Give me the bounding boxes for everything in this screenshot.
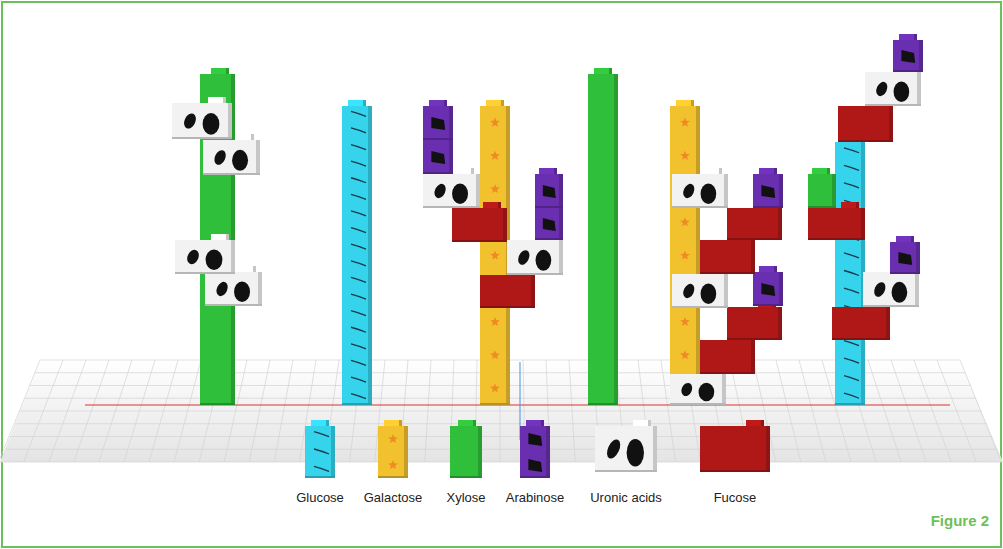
legend-swatch (520, 418, 552, 480)
sugar-chains (172, 34, 923, 405)
legend-label: Glucose (296, 490, 344, 505)
legend-label: Xylose (446, 490, 485, 505)
legend-swatch (378, 418, 410, 480)
legend-label: Fucose (714, 490, 757, 505)
legend-swatch (700, 418, 772, 480)
legend-label: Galactose (364, 490, 423, 505)
legend-label: Uronic acids (590, 490, 662, 505)
legend-label: Arabinose (506, 490, 565, 505)
figure-number: Figure 2 (931, 512, 989, 529)
legend-swatch (595, 418, 659, 480)
legend-swatch (450, 418, 484, 480)
legend-swatch (305, 418, 337, 480)
